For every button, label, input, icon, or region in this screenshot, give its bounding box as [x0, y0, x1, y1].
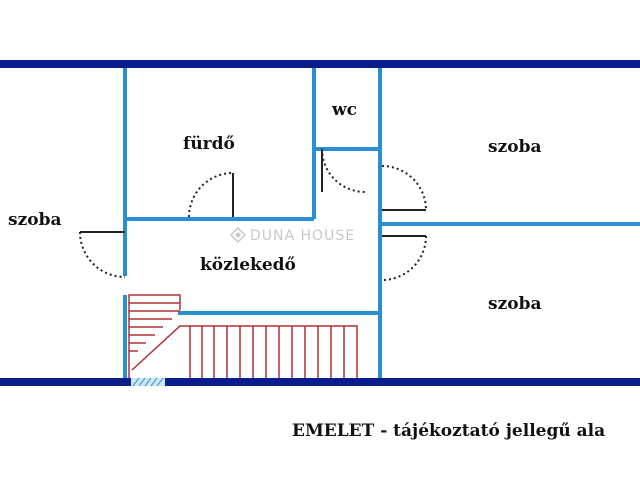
room-label-wc: wc: [332, 100, 357, 120]
stair-landing-hatch: [131, 377, 165, 387]
floor-plan: [0, 60, 640, 387]
outer-wall-bottom: [0, 378, 640, 386]
duna-house-logo-icon: [230, 227, 246, 243]
doors: [79, 148, 427, 281]
room-label-furdo: fürdő: [183, 134, 235, 154]
inner-walls: [123, 68, 640, 378]
staircase: [128, 294, 358, 378]
room-label-bottom-right-szoba: szoba: [488, 294, 542, 314]
room-label-top-right-szoba: szoba: [488, 137, 542, 157]
room-label-kozlekedo: közlekedő: [200, 255, 296, 275]
duna-house-watermark: DUNA HOUSE: [230, 227, 355, 244]
outer-wall-top: [0, 60, 640, 68]
plan-caption: EMELET - tájékoztató jellegű ala: [292, 421, 606, 441]
watermark-text: DUNA HOUSE: [250, 228, 356, 244]
room-label-left-szoba: szoba: [8, 210, 62, 230]
